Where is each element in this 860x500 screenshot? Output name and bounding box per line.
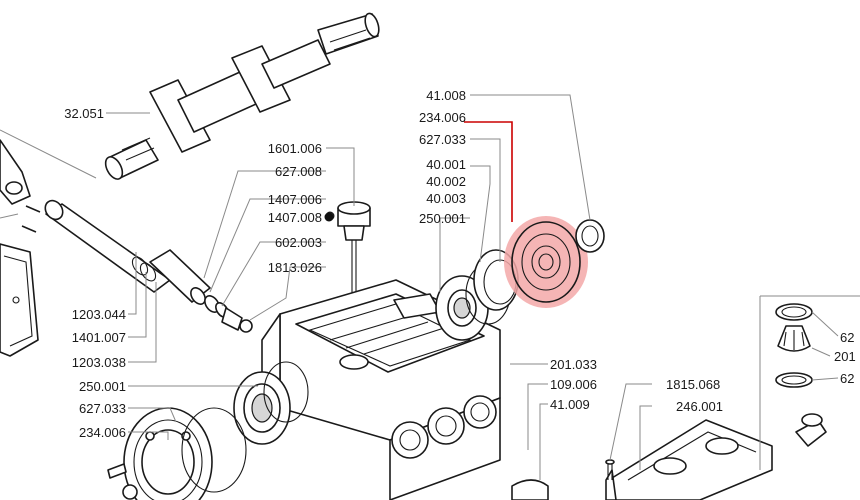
- label-40001: 40.001: [426, 157, 466, 172]
- valve-parts: [775, 303, 827, 447]
- label-32051: 32.051: [64, 106, 104, 121]
- left-bearing-cover: [107, 407, 247, 500]
- label-41009: 41.009: [550, 397, 590, 412]
- label-40003: 40.003: [426, 191, 466, 206]
- label-1203038: 1203.038: [72, 355, 126, 370]
- marker-dot: [324, 212, 334, 222]
- label-627033-upper: 627.033: [419, 132, 466, 147]
- label-62-lower: 62: [840, 371, 854, 386]
- label-1601006: 1601.006: [268, 141, 322, 156]
- label-1813026: 1813.026: [268, 260, 322, 275]
- label-1401007: 1401.007: [72, 330, 126, 345]
- label-246001: 246.001: [676, 399, 723, 414]
- label-627008: 627.008: [275, 164, 322, 179]
- label-627033-lower: 627.033: [79, 401, 126, 416]
- label-1203044: 1203.044: [72, 307, 126, 322]
- highlight-leader: [464, 121, 513, 222]
- plunger-shaft: [44, 199, 253, 333]
- leader-lines: [0, 94, 860, 480]
- label-250001-upper: 250.001: [419, 211, 466, 226]
- label-40002: 40.002: [426, 174, 466, 189]
- right-bearing: [435, 249, 519, 341]
- label-201033: 201.033: [550, 357, 597, 372]
- label-1407008: 1407.008: [268, 210, 322, 225]
- label-234006-lower: 234.006: [79, 425, 126, 440]
- connecting-rod: [0, 139, 41, 233]
- label-1407006: 1407.006: [268, 192, 322, 207]
- label-62-upper: 62: [840, 330, 854, 345]
- left-bearing: [233, 361, 309, 445]
- part-labels: 32.051 1601.006 627.008 1407.006 1407.00…: [64, 88, 855, 440]
- label-109006: 109.006: [550, 377, 597, 392]
- side-cover: [0, 243, 39, 357]
- label-201: 201: [834, 349, 856, 364]
- label-234006-highlighted: 234.006: [419, 110, 466, 125]
- valve-block: [511, 419, 773, 500]
- label-602003: 602.003: [275, 235, 322, 250]
- label-41008: 41.008: [426, 88, 466, 103]
- crankshaft: [104, 12, 380, 180]
- label-250001-lower: 250.001: [79, 379, 126, 394]
- label-1815068: 1815.068: [666, 377, 720, 392]
- oil-filler-plug: [325, 201, 371, 300]
- o-ring: [575, 219, 605, 253]
- highlighted-bearing-cover: [504, 216, 588, 308]
